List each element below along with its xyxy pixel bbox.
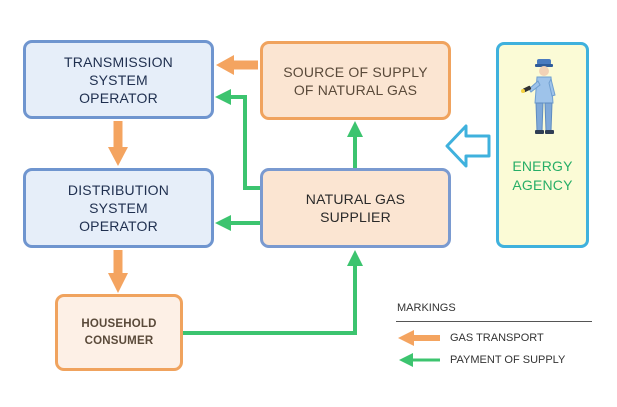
arrowhead-into-tso: [215, 89, 231, 105]
legend-divider: [396, 321, 592, 322]
arrowhead-into-source: [347, 121, 363, 137]
agency-label: ENERGY AGENCY: [512, 158, 573, 193]
supplier-label: NATURAL GAS SUPPLIER: [305, 191, 406, 225]
arrow-source-to-tso-head: [216, 55, 234, 75]
tso-label: TRANSMISSION SYSTEM OPERATOR: [64, 53, 173, 106]
natural-gas-supplier-box: NATURAL GAS SUPPLIER: [260, 168, 451, 248]
source-label: SOURCE OF SUPPLY OF NATURAL GAS: [283, 63, 428, 98]
legend-payment-arrowhead: [399, 353, 413, 367]
legend: MARKINGS GAS TRANSPORT PAYMENT OF SUPPLY: [396, 302, 592, 366]
arrow-dso-to-household-head: [108, 273, 128, 293]
arrow-household-to-supplier: [183, 264, 357, 335]
source-of-supply-box: SOURCE OF SUPPLY OF NATURAL GAS: [260, 41, 451, 120]
legend-payment-label: PAYMENT OF SUPPLY: [450, 354, 566, 366]
arrow-tso-to-dso-head: [108, 147, 128, 166]
arrowhead-into-supplier: [347, 250, 363, 266]
legend-arrows: [398, 330, 440, 367]
distribution-system-operator-box: DISTRIBUTION SYSTEM OPERATOR: [23, 168, 214, 248]
agency-oversight-arrow: [445, 124, 491, 168]
transmission-system-operator-box: TRANSMISSION SYSTEM OPERATOR: [23, 40, 214, 119]
household-consumer-box: HOUSEHOLD CONSUMER: [55, 294, 183, 371]
legend-title: MARKINGS: [397, 302, 456, 314]
legend-gas-arrowhead: [398, 330, 414, 346]
energy-agency-box: ENERGY AGENCY: [496, 42, 589, 248]
legend-gas-transport-label: GAS TRANSPORT: [450, 332, 544, 344]
dso-label: DISTRIBUTION SYSTEM OPERATOR: [67, 182, 170, 234]
household-label: HOUSEHOLD CONSUMER: [81, 317, 157, 347]
payment-arrowheads: [215, 89, 363, 266]
arrow-supplier-to-tso: [228, 95, 260, 190]
inspector-with-flashlight-icon: [521, 59, 556, 134]
payment-arrows: [183, 95, 357, 335]
arrowhead-into-dso: [215, 215, 231, 231]
gas-transport-arrows: [108, 55, 258, 293]
